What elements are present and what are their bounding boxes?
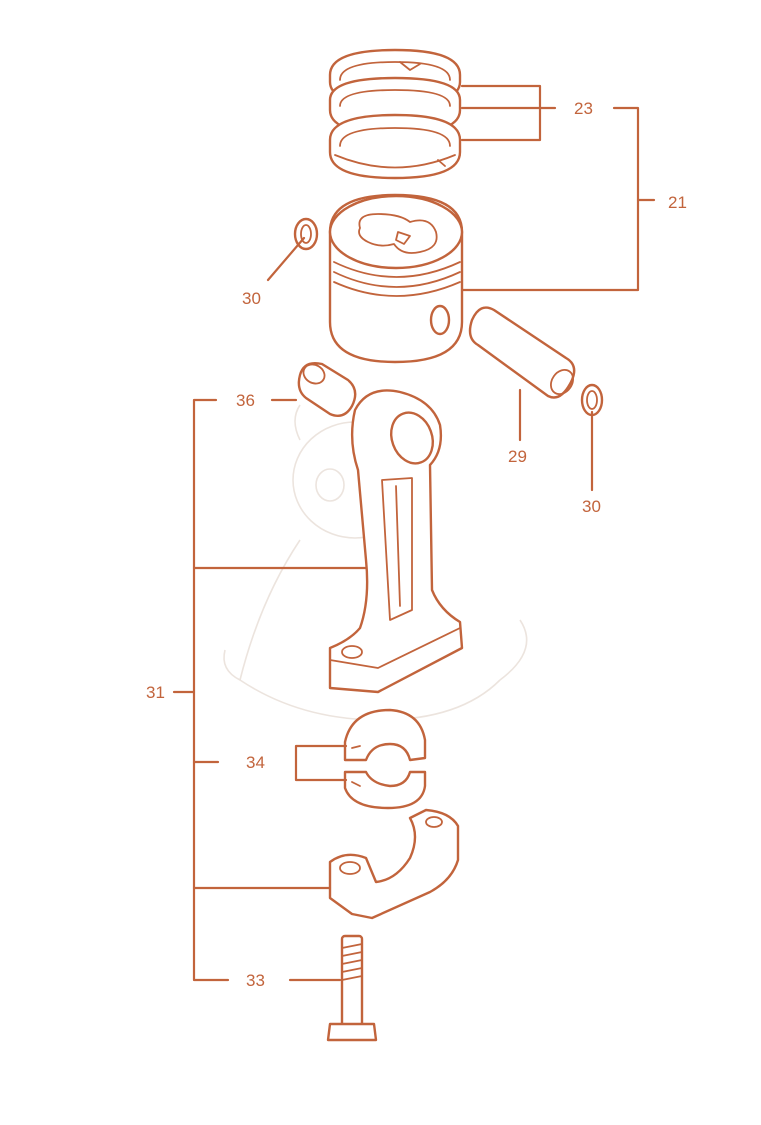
callout-21: 21 [668, 193, 687, 212]
leader-lines [172, 84, 656, 982]
callout-36: 36 [236, 391, 255, 410]
callout-30-right: 30 [582, 497, 601, 516]
callout-30-left: 30 [242, 289, 261, 308]
callout-34: 34 [246, 753, 265, 772]
connecting-rod [328, 389, 464, 694]
piston-rings [328, 48, 462, 180]
rod-bolt [326, 934, 378, 1042]
small-end-bushing [297, 361, 357, 417]
circlip-right [580, 383, 604, 417]
callout-31: 31 [146, 683, 165, 702]
piston-pin [468, 306, 576, 399]
callout-23: 23 [574, 99, 593, 118]
connecting-rod-cap [328, 808, 460, 920]
callout-33: 33 [246, 971, 265, 990]
piston [328, 193, 464, 364]
bearing-shells [343, 708, 427, 810]
callout-29: 29 [508, 447, 527, 466]
